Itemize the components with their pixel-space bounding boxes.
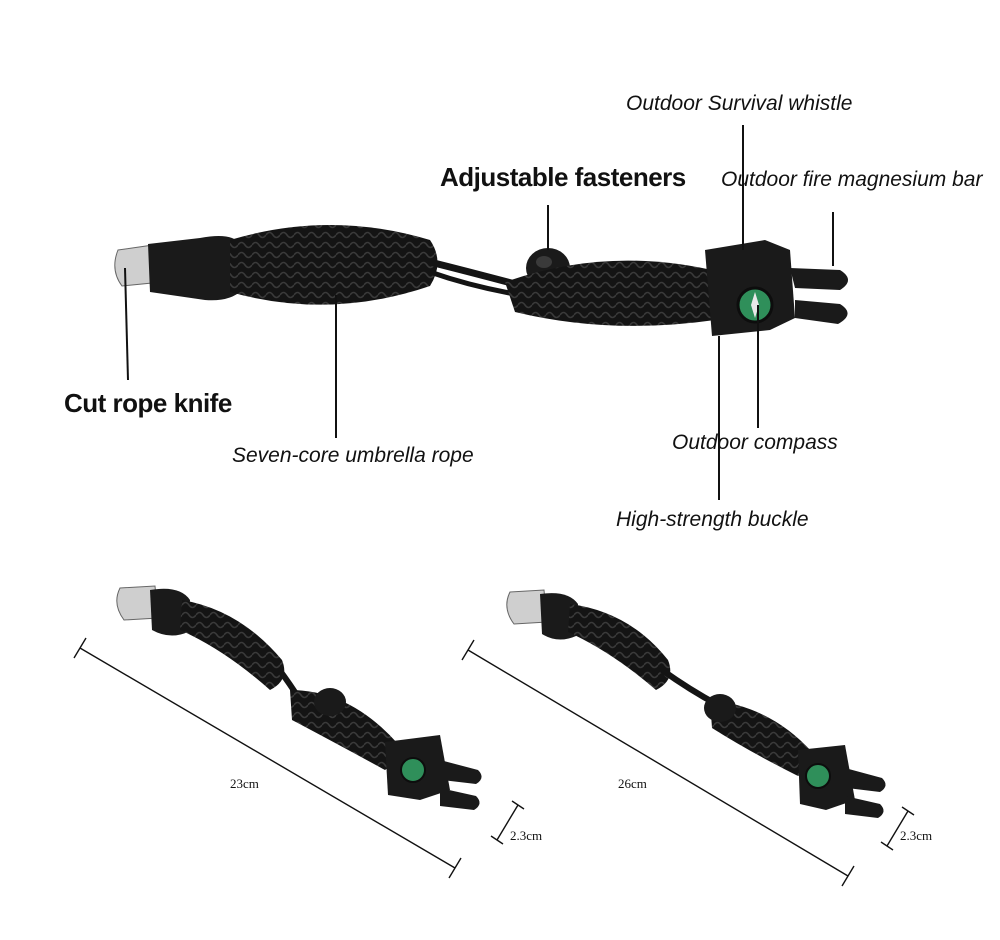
label-umbrella-rope: Seven-core umbrella rope — [232, 444, 474, 467]
dimension-lines-26cm — [461, 639, 915, 887]
label-whistle: Outdoor Survival whistle — [626, 92, 853, 115]
left-rope-braid — [230, 225, 438, 305]
left-buckle-icon — [148, 236, 242, 301]
right-rope-braid — [505, 260, 724, 326]
main-bracelet — [114, 225, 848, 336]
label-magnesium-bar: Outdoor fire magnesium bar — [721, 168, 983, 191]
size-23cm-length: 23cm — [230, 776, 259, 791]
dimension-lines-23cm — [73, 637, 525, 879]
label-cut-rope-knife: Cut rope knife — [64, 388, 232, 418]
buckle-prongs-icon — [790, 268, 848, 290]
label-compass: Outdoor compass — [672, 431, 838, 454]
size-23cm-width: 2.3cm — [510, 828, 543, 843]
label-adjustable-fasteners: Adjustable fasteners — [440, 162, 686, 192]
size-26cm-width: 2.3cm — [900, 828, 933, 843]
pointer-lines — [124, 125, 834, 500]
bracelet-23cm — [116, 585, 482, 810]
bracelet-26cm — [506, 589, 886, 818]
middle-cord — [429, 258, 516, 288]
label-buckle: High-strength buckle — [616, 508, 809, 531]
size-26cm-length: 26cm — [618, 776, 647, 791]
